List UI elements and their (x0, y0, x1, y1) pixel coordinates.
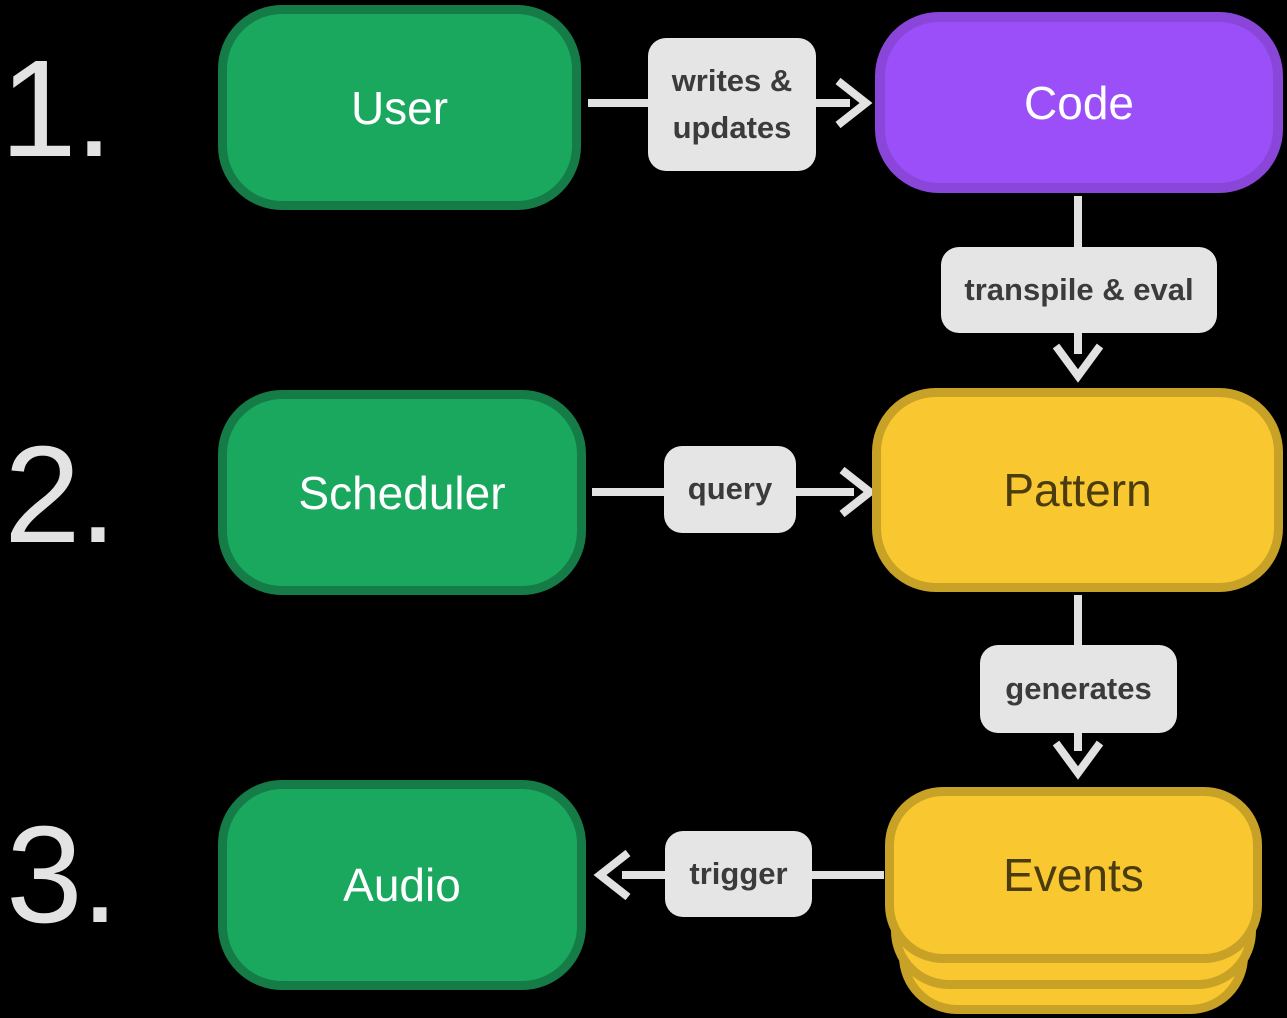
node-code: Code (875, 12, 1283, 193)
edge-label-writes-updates: writes & updates (648, 38, 816, 171)
node-code-label: Code (1024, 76, 1134, 129)
node-audio-label: Audio (343, 859, 461, 911)
node-events: Events (885, 787, 1262, 963)
step-number-2: 2. (4, 418, 117, 572)
edge-label-transpile-eval: transpile & eval (941, 247, 1217, 333)
node-scheduler-label: Scheduler (298, 466, 506, 519)
step-number-1: 1. (0, 32, 113, 186)
node-pattern-label: Pattern (1003, 464, 1152, 516)
node-scheduler: Scheduler (218, 390, 586, 595)
edge-label-query: query (664, 446, 796, 533)
edge-label-trigger: trigger (665, 831, 812, 917)
node-pattern: Pattern (872, 388, 1283, 592)
node-events-stack: Events (885, 787, 1262, 1014)
node-audio: Audio (218, 780, 586, 990)
node-user: User (218, 5, 581, 210)
edge-label-generates: generates (980, 645, 1177, 733)
node-events-label: Events (1003, 849, 1144, 901)
node-user-label: User (350, 81, 449, 134)
step-number-3: 3. (6, 798, 119, 952)
